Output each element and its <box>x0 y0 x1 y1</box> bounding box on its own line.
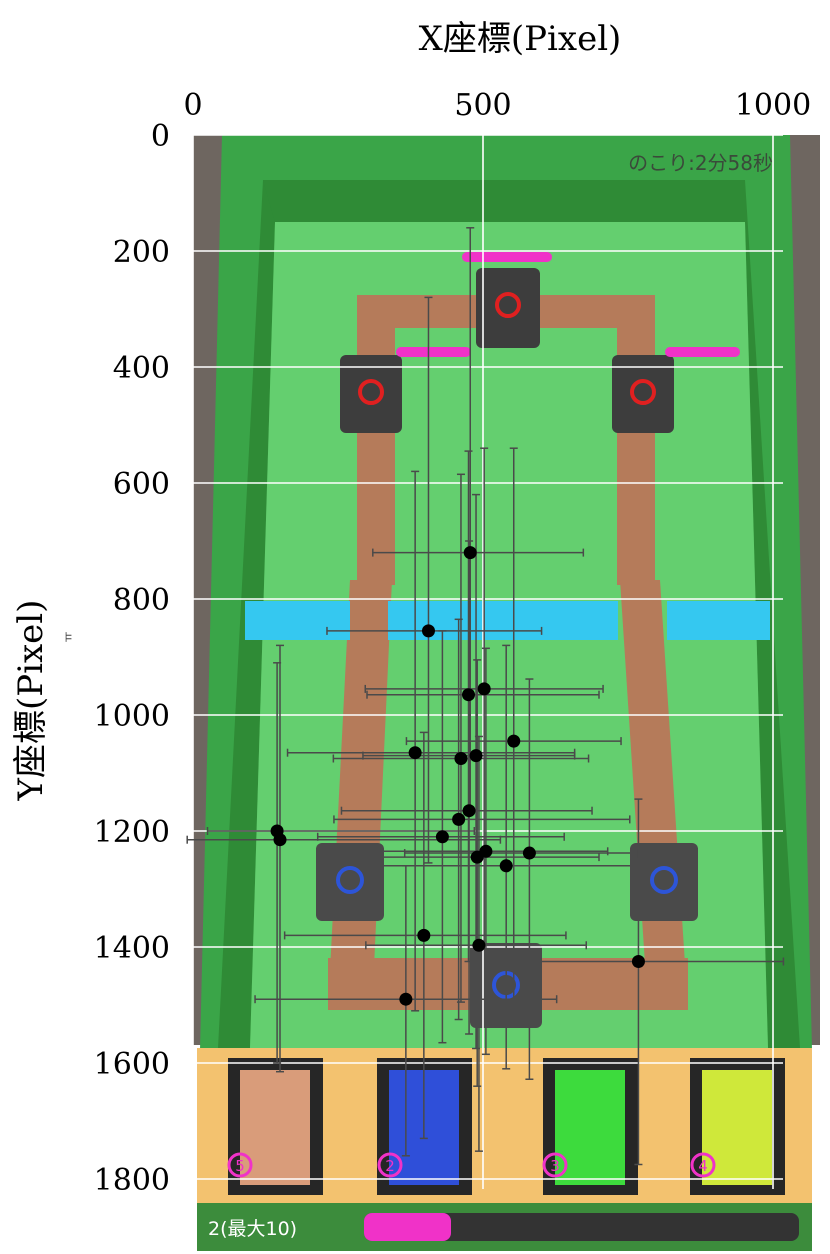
card-1-cost: 5 <box>235 1157 245 1175</box>
data-point <box>499 859 513 873</box>
data-point <box>454 752 468 765</box>
enemy-tower-left <box>340 355 402 433</box>
river <box>245 601 770 640</box>
time-remaining: のこり:2分58秒 <box>628 151 773 175</box>
x-tick-label: 500 <box>454 88 511 123</box>
y-tick-label: 1800 <box>94 1163 170 1198</box>
y-tick-label: 800 <box>113 583 170 618</box>
arena-back-wall <box>263 180 745 222</box>
error-bar <box>286 470 576 1012</box>
data-point <box>469 749 483 763</box>
data-point <box>462 804 476 818</box>
data-point <box>507 734 521 748</box>
data-point <box>522 846 536 860</box>
card-slot-4[interactable]: 4 <box>690 1058 785 1195</box>
card-4-cost: 4 <box>698 1157 708 1175</box>
data-point <box>472 938 486 952</box>
y-axis-subtitle: ㅠ <box>61 631 75 642</box>
data-point <box>477 682 491 696</box>
river-center <box>388 601 618 640</box>
ally-tower-right-core <box>650 866 678 894</box>
x-axis-title: X座標(Pixel) <box>419 19 622 59</box>
y-tick-label: 1000 <box>94 699 170 734</box>
data-point <box>452 812 466 826</box>
river-left <box>245 601 350 640</box>
error-bar <box>206 662 476 1064</box>
data-points <box>270 546 645 1006</box>
data-point <box>399 992 413 1006</box>
elixir-bar-track <box>364 1213 799 1241</box>
card-4-cost-badge <box>690 1152 716 1178</box>
enemy-health-bar-right <box>665 347 740 357</box>
y-tick-label: 1400 <box>94 931 170 966</box>
data-point <box>421 624 435 638</box>
data-point <box>417 928 431 942</box>
x-tick-labels: 0 500 1000 <box>183 88 811 123</box>
y-tick-label: 400 <box>113 351 170 386</box>
path-right-upper <box>617 295 655 585</box>
enemy-tower-king <box>476 268 540 348</box>
enemy-tower-right <box>612 355 674 433</box>
enemy-tower-left-core <box>358 379 384 405</box>
path-left-upper <box>357 295 395 585</box>
x-tick-label: 1000 <box>735 88 811 123</box>
card-2-cost: 2 <box>385 1157 395 1175</box>
card-slot-1[interactable]: 5 <box>227 1058 323 1195</box>
enemy-health-bar-left <box>396 347 471 357</box>
data-point <box>435 830 449 844</box>
y-tick-label: 0 <box>151 119 170 154</box>
elixir-bar-fill <box>364 1213 451 1241</box>
elixir-count: 2(最大10) <box>208 1218 297 1240</box>
data-point <box>273 833 287 847</box>
enemy-tower-right-core <box>630 379 656 405</box>
card-3-cost-badge <box>542 1152 568 1178</box>
grid <box>192 134 783 1189</box>
y-tick-labels: 0 200 400 600 800 1000 1200 1400 1600 1800 <box>94 119 170 1198</box>
card-3-cost: 3 <box>550 1157 560 1175</box>
y-tick-label: 600 <box>113 467 170 502</box>
error-bar <box>533 798 785 1166</box>
y-tick-label: 200 <box>113 235 170 270</box>
data-point <box>462 688 475 702</box>
data-point <box>408 746 422 760</box>
enemy-tower-king-core <box>495 292 521 318</box>
x-tick-label: 0 <box>183 88 202 123</box>
ally-tower-left <box>316 843 384 921</box>
error-bar <box>403 678 638 1080</box>
y-axis-title: Y座標(Pixel) <box>11 600 51 802</box>
river-right <box>667 601 770 640</box>
card-1-cost-badge <box>227 1152 253 1178</box>
card-slot-3[interactable]: 3 <box>542 1058 638 1195</box>
data-point <box>463 546 477 560</box>
data-point <box>631 955 645 968</box>
ally-tower-left-core <box>336 866 364 894</box>
y-tick-label: 1600 <box>94 1047 170 1082</box>
ally-tower-right <box>630 843 698 921</box>
y-tick-label: 1200 <box>94 815 170 850</box>
data-point <box>470 850 484 864</box>
enemy-health-bar-king <box>462 252 552 262</box>
card-2-cost-badge <box>377 1152 403 1178</box>
